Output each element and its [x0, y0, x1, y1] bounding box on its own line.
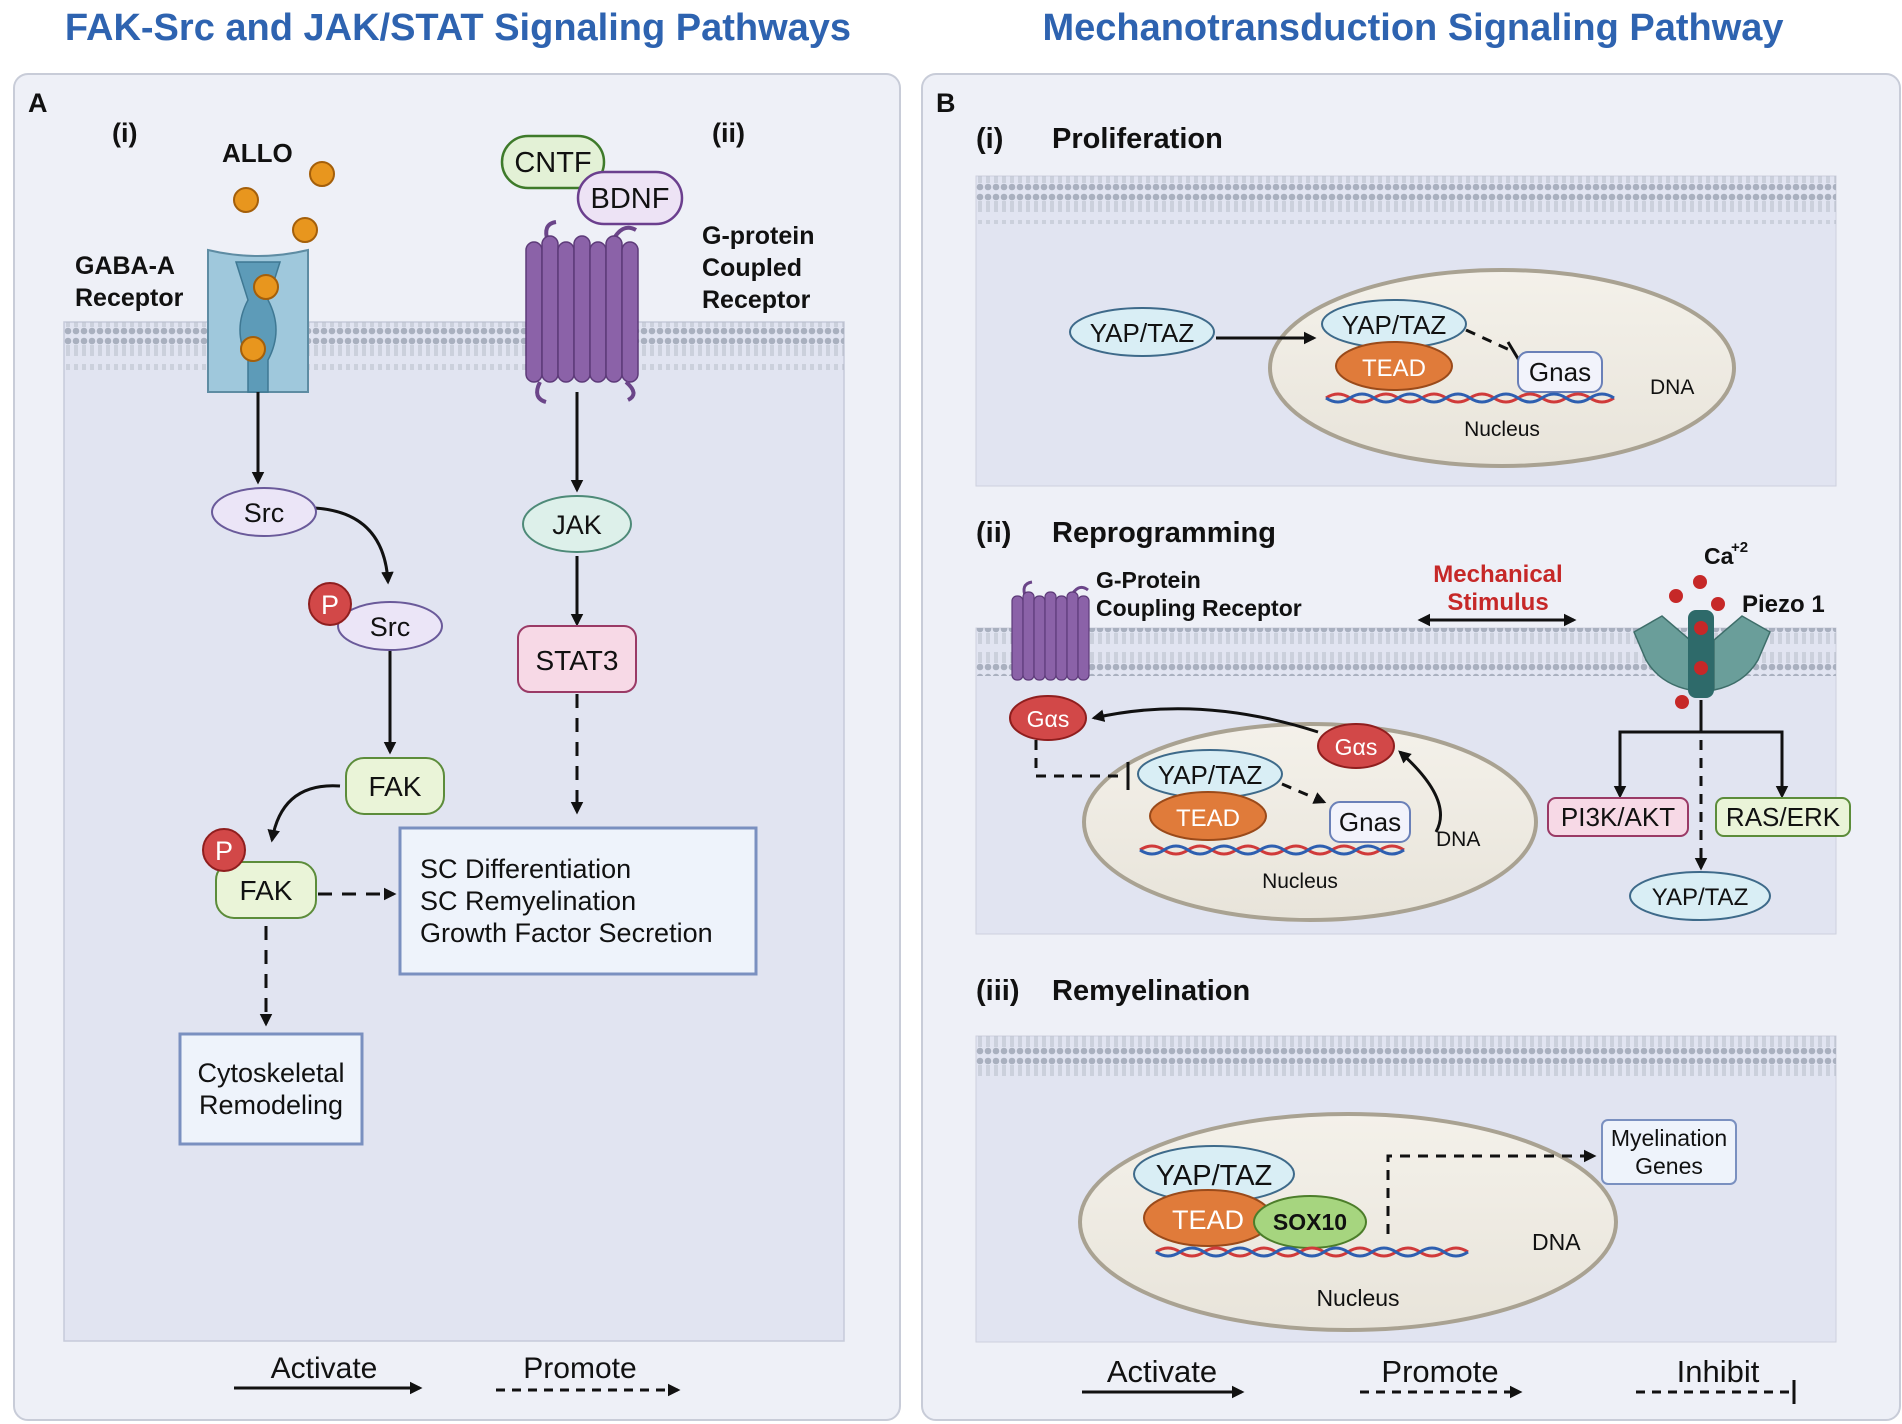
- svg-text:CNTF: CNTF: [514, 147, 591, 179]
- cytoskeletal-box: Cytoskeletal Remodeling: [178, 1032, 364, 1146]
- svg-text:Nucleus: Nucleus: [1262, 870, 1338, 893]
- panel-a: A (i) (ii) ALLO GABA-A Receptor CNTF BDN…: [13, 73, 901, 1421]
- svg-text:SC Remyelination: SC Remyelination: [420, 886, 636, 916]
- svg-text:PI3K/AKT: PI3K/AKT: [1561, 802, 1675, 832]
- panel-a-sub-i: (i): [112, 118, 137, 148]
- panel-a-membrane: [64, 322, 844, 370]
- svg-text:RAS/ERK: RAS/ERK: [1726, 802, 1841, 832]
- legend-a: Activate Promote: [234, 1352, 681, 1397]
- svg-text:Coupling Receptor: Coupling Receptor: [1096, 595, 1302, 621]
- allo-label: ALLO: [222, 138, 293, 168]
- svg-text:JAK: JAK: [552, 510, 602, 540]
- panel-a-arrows: [251, 392, 584, 1027]
- svg-text:FAK: FAK: [369, 771, 422, 802]
- svg-text:YAP/TAZ: YAP/TAZ: [1158, 760, 1263, 790]
- left-title: FAK-Src and JAK/STAT Signaling Pathways: [65, 7, 851, 49]
- proliferation-section: (i) Proliferation YAP/TAZ YAP/TAZ TEAD: [975, 123, 1837, 487]
- svg-text:Reprogramming: Reprogramming: [1052, 517, 1276, 549]
- svg-text:(iii): (iii): [976, 975, 1020, 1007]
- svg-text:Remodeling: Remodeling: [199, 1090, 343, 1120]
- svg-text:YAP/TAZ: YAP/TAZ: [1156, 1160, 1273, 1192]
- svg-text:P: P: [215, 836, 233, 866]
- svg-text:Src: Src: [370, 612, 411, 642]
- panel-a-sub-ii: (ii): [712, 118, 745, 148]
- panel-b: B (i) Proliferation YAP/TAZ YAP/TAZ TEAD: [921, 73, 1901, 1421]
- svg-text:YAP/TAZ: YAP/TAZ: [1652, 884, 1748, 911]
- src-node: Src: [211, 487, 317, 537]
- svg-text:FAK: FAK: [240, 875, 293, 906]
- src-phospho-node: Src: [337, 601, 443, 651]
- svg-text:DNA: DNA: [1436, 828, 1480, 851]
- svg-text:Stimulus: Stimulus: [1447, 589, 1548, 616]
- legend-b-activate: Activate: [1107, 1354, 1217, 1389]
- svg-text:TEAD: TEAD: [1176, 805, 1240, 832]
- bdnf-ligand: BDNF: [576, 170, 684, 226]
- svg-text:(i): (i): [976, 123, 1003, 155]
- cntf-ligand: CNTF: [500, 134, 606, 190]
- svg-text:DNA: DNA: [1650, 376, 1694, 399]
- svg-text:Nucleus: Nucleus: [1464, 418, 1540, 441]
- panel-b-letter: B: [936, 88, 956, 118]
- svg-text:Gnas: Gnas: [1529, 357, 1591, 387]
- svg-text:G-Protein: G-Protein: [1096, 567, 1201, 593]
- gaba-label-2: Receptor: [75, 284, 184, 312]
- gaba-label-1: GABA-A: [75, 252, 175, 280]
- gpcr-label-1: G-protein: [702, 222, 815, 250]
- svg-text:Growth Factor Secretion: Growth Factor Secretion: [420, 918, 713, 948]
- svg-text:Genes: Genes: [1635, 1153, 1703, 1179]
- svg-text:SC Differentiation: SC Differentiation: [420, 854, 631, 884]
- legend-b-inhibit: Inhibit: [1677, 1354, 1760, 1389]
- svg-text:Mechanical: Mechanical: [1433, 561, 1562, 588]
- svg-text:Myelination: Myelination: [1611, 1125, 1727, 1151]
- allo-molecules: [233, 161, 335, 243]
- svg-text:YAP/TAZ: YAP/TAZ: [1342, 310, 1447, 340]
- legend-b: Activate Promote Inhibit: [1082, 1354, 1796, 1404]
- svg-text:Src: Src: [244, 498, 285, 528]
- svg-text:Nucleus: Nucleus: [1316, 1285, 1399, 1311]
- svg-text:Remyelination: Remyelination: [1052, 975, 1250, 1007]
- svg-text:STAT3: STAT3: [536, 645, 619, 676]
- svg-text:(ii): (ii): [976, 517, 1011, 549]
- legend-a-promote: Promote: [523, 1352, 636, 1385]
- gaba-a-receptor: [207, 248, 309, 393]
- svg-text:YAP/TAZ: YAP/TAZ: [1090, 318, 1195, 348]
- reprogramming-section: (ii) Reprogramming G-Protein Coupling Re…: [975, 517, 1851, 935]
- phospho-mark-src: P: [308, 582, 352, 626]
- svg-text:DNA: DNA: [1532, 1229, 1581, 1255]
- svg-text:P: P: [321, 590, 339, 620]
- svg-text:TEAD: TEAD: [1172, 1205, 1244, 1235]
- svg-text:BDNF: BDNF: [591, 183, 670, 215]
- phospho-mark-fak: P: [202, 828, 246, 872]
- svg-text:Piezo 1: Piezo 1: [1742, 591, 1825, 618]
- svg-text:SOX10: SOX10: [1273, 1209, 1347, 1235]
- svg-text:Cytoskeletal: Cytoskeletal: [197, 1058, 344, 1088]
- fak-node: FAK: [345, 757, 445, 815]
- svg-text:Gαs: Gαs: [1027, 706, 1070, 732]
- jak-node: JAK: [522, 495, 632, 553]
- svg-text:+2: +2: [1731, 539, 1748, 556]
- panel-a-letter: A: [28, 88, 48, 118]
- right-title: Mechanotransduction Signaling Pathway: [1042, 7, 1783, 49]
- remyelination-section: (iii) Remyelination YAP/TAZ TEAD SOX10 M…: [975, 975, 1837, 1343]
- legend-b-promote: Promote: [1381, 1354, 1498, 1389]
- gpcr-label-3: Receptor: [702, 286, 811, 314]
- svg-text:Gnas: Gnas: [1339, 807, 1401, 837]
- legend-a-activate: Activate: [271, 1352, 378, 1385]
- stat3-node: STAT3: [517, 625, 637, 693]
- svg-text:TEAD: TEAD: [1362, 355, 1426, 382]
- svg-text:Ca: Ca: [1704, 543, 1734, 569]
- svg-text:Proliferation: Proliferation: [1052, 123, 1223, 155]
- fak-phospho-node: FAK: [215, 861, 317, 919]
- gpcr-receptor-a: [525, 220, 639, 404]
- gpcr-label-2: Coupled: [702, 254, 802, 282]
- sc-outcome-box: SC Differentiation SC Remyelination Grow…: [398, 826, 758, 976]
- svg-text:Gαs: Gαs: [1335, 734, 1378, 760]
